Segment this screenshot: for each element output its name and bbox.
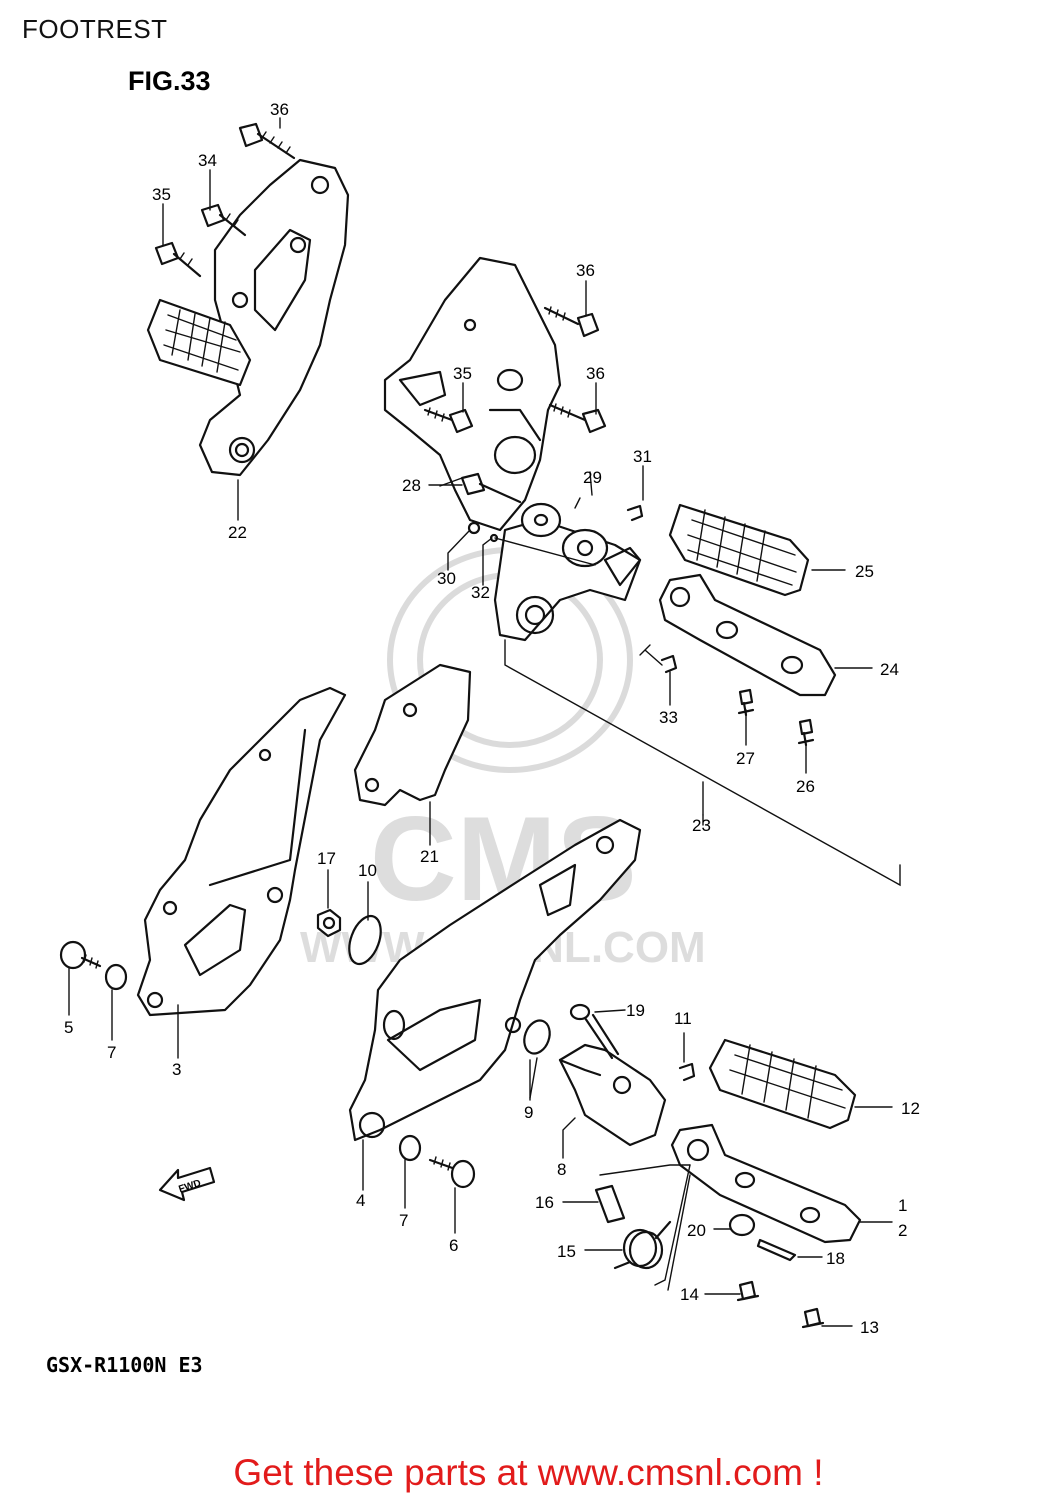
callout-17: 17: [317, 849, 336, 868]
callout-15: 15: [557, 1242, 576, 1261]
rear-footrest-bracket-left: [146, 158, 350, 477]
bolt-36-right-upper: [543, 306, 600, 338]
passenger-footrest-bracket-4: [348, 818, 642, 1142]
callout-leaders: [68, 117, 893, 1327]
callout-labels: 36 34 35 22 36 35 36 28 29 31 30 32 25 2…: [64, 100, 920, 1337]
model-code: GSX-R1100N E3: [46, 1353, 203, 1377]
pivot-pin-28: [460, 472, 522, 504]
bolt-36-top: [238, 122, 296, 160]
callout-3: 3: [172, 1060, 181, 1079]
callout-2: 2: [898, 1221, 907, 1240]
bolt-6: [428, 1156, 476, 1189]
nut-30: [467, 521, 481, 535]
washer-10: [348, 914, 382, 966]
callout-35-right: 35: [453, 364, 472, 383]
bolt-36-right-lower: [548, 403, 607, 434]
callout-34: 34: [198, 151, 217, 170]
footrest-24: [658, 573, 837, 697]
callout-11: 11: [674, 1009, 692, 1028]
washer-7-left: [104, 963, 128, 991]
footrest-holder-8: [558, 1043, 667, 1147]
callout-36-top: 36: [270, 100, 289, 119]
bolt-5: [59, 940, 102, 970]
leader-lines: [439, 471, 901, 1291]
callout-31: 31: [633, 447, 652, 466]
figure-number: FIG.33: [128, 66, 211, 96]
callout-36-right-upper: 36: [576, 261, 595, 280]
footpeg-rubber-12: [708, 1038, 857, 1130]
washer-7-right: [398, 1134, 422, 1162]
callout-26: 26: [796, 777, 815, 796]
callout-4: 4: [356, 1191, 365, 1210]
callout-7-right: 7: [399, 1211, 408, 1230]
washer-20: [728, 1213, 756, 1237]
callout-6: 6: [449, 1236, 458, 1255]
callout-30: 30: [437, 569, 456, 588]
washer-29: [520, 502, 562, 538]
rider-footrest-bracket-left: [136, 686, 347, 1017]
clip-33: [660, 654, 678, 674]
callout-28: 28: [402, 476, 421, 495]
callout-21: 21: [420, 847, 439, 866]
callout-23: 23: [692, 816, 711, 835]
callout-32: 32: [471, 583, 490, 602]
callout-1: 1: [898, 1196, 907, 1215]
cotter-pin-18: [756, 1238, 797, 1262]
footrest-1-2: [670, 1123, 862, 1244]
callout-27: 27: [736, 749, 755, 768]
rider-footrest-bracket-right: [383, 256, 642, 642]
bolt-34: [200, 203, 247, 237]
bolt-35-right: [423, 407, 474, 434]
callout-8: 8: [557, 1160, 566, 1179]
callout-13: 13: [860, 1318, 879, 1337]
callout-35-top: 35: [152, 185, 171, 204]
spring-holder-16: [594, 1184, 626, 1224]
footpeg-rubber-25: [668, 503, 810, 597]
bolt-26: [797, 718, 815, 747]
bolt-13: [801, 1307, 825, 1329]
callout-5: 5: [64, 1018, 73, 1037]
callout-12: 12: [901, 1099, 920, 1118]
callout-29: 29: [583, 468, 602, 487]
callout-7-left: 7: [107, 1043, 116, 1062]
spring-15: [613, 1220, 672, 1270]
callout-9: 9: [524, 1103, 533, 1122]
callout-19: 19: [626, 1001, 645, 1020]
callout-20: 20: [687, 1221, 706, 1240]
cta-link[interactable]: Get these parts at www.cmsnl.com !: [233, 1452, 824, 1493]
callout-36-right-lower: 36: [586, 364, 605, 383]
clip-31: [626, 504, 644, 522]
callout-25: 25: [855, 562, 874, 581]
pin-19: [569, 1003, 620, 1060]
callout-24: 24: [880, 660, 899, 679]
callout-22: 22: [228, 523, 247, 542]
fwd-arrow-icon: FWD: [158, 1166, 216, 1202]
bolt-35-top: [154, 241, 202, 278]
nut-17: [316, 908, 342, 938]
callout-14: 14: [680, 1285, 699, 1304]
page-title: FOOTREST: [22, 14, 168, 44]
callout-16: 16: [535, 1193, 554, 1212]
callout-10: 10: [358, 861, 377, 880]
clip-11: [678, 1062, 696, 1082]
callout-18: 18: [826, 1249, 845, 1268]
heel-guard-21: [353, 663, 472, 807]
callout-33: 33: [659, 708, 678, 727]
bolt-14: [736, 1280, 760, 1302]
washer-9: [523, 1019, 551, 1055]
